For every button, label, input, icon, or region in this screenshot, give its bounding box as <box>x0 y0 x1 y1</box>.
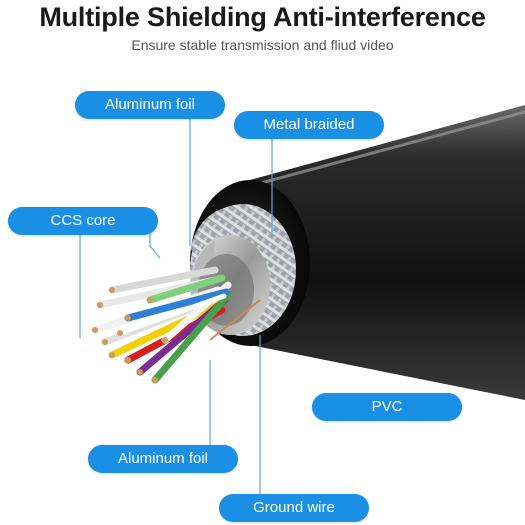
ground-wire <box>209 299 261 341</box>
label-ccs-core: CCS core <box>8 207 158 235</box>
label-pvc: PVC <box>312 393 462 421</box>
leader-lines <box>79 118 273 496</box>
label-aluminum-foil-bottom: Aluminum foil <box>88 445 238 473</box>
page-title: Multiple Shielding Anti-interference <box>39 2 486 32</box>
label-metal-braided: Metal braided <box>234 111 384 139</box>
page-subtitle: Ensure stable transmission and fliud vid… <box>131 37 394 53</box>
conductor-wires <box>91 266 232 384</box>
label-aluminum-foil-top: Aluminum foil <box>75 91 225 119</box>
label-ground-wire: Ground wire <box>219 494 369 522</box>
